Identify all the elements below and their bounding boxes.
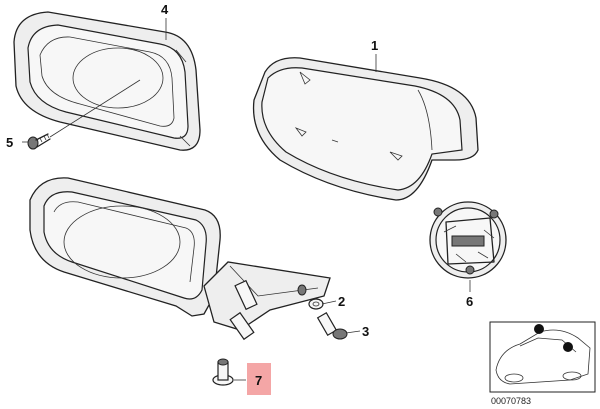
callout-5: 5	[6, 135, 13, 150]
svg-text:7: 7	[255, 373, 262, 388]
part-7-grommet	[212, 358, 234, 386]
callout-6: 6	[466, 294, 473, 309]
callout-7-highlighted: 7	[247, 363, 271, 395]
part-3-screw	[316, 312, 348, 340]
part-1-housing-cap	[252, 57, 479, 201]
svg-text:3: 3	[362, 324, 369, 339]
leader-lines	[22, 18, 471, 381]
part-2-washer	[308, 298, 324, 310]
callout-4: 4	[161, 2, 169, 17]
callout-2: 2	[338, 294, 345, 309]
vehicle-location-inset: 00070783	[489, 321, 596, 406]
svg-text:5: 5	[6, 135, 13, 150]
callout-1: 1	[371, 38, 378, 53]
mirror-base-assembly	[29, 177, 331, 341]
location-marker-dot	[563, 342, 573, 352]
callout-3: 3	[362, 324, 369, 339]
part-4-mirror-glass	[13, 11, 201, 151]
svg-text:4: 4	[161, 2, 169, 17]
part-5-screw	[27, 79, 141, 150]
svg-text:2: 2	[338, 294, 345, 309]
svg-text:1: 1	[371, 38, 378, 53]
svg-text:6: 6	[466, 294, 473, 309]
diagram-number: 00070783	[491, 396, 531, 406]
part-6-mirror-actuator	[429, 201, 507, 279]
location-marker-dot	[534, 324, 544, 334]
